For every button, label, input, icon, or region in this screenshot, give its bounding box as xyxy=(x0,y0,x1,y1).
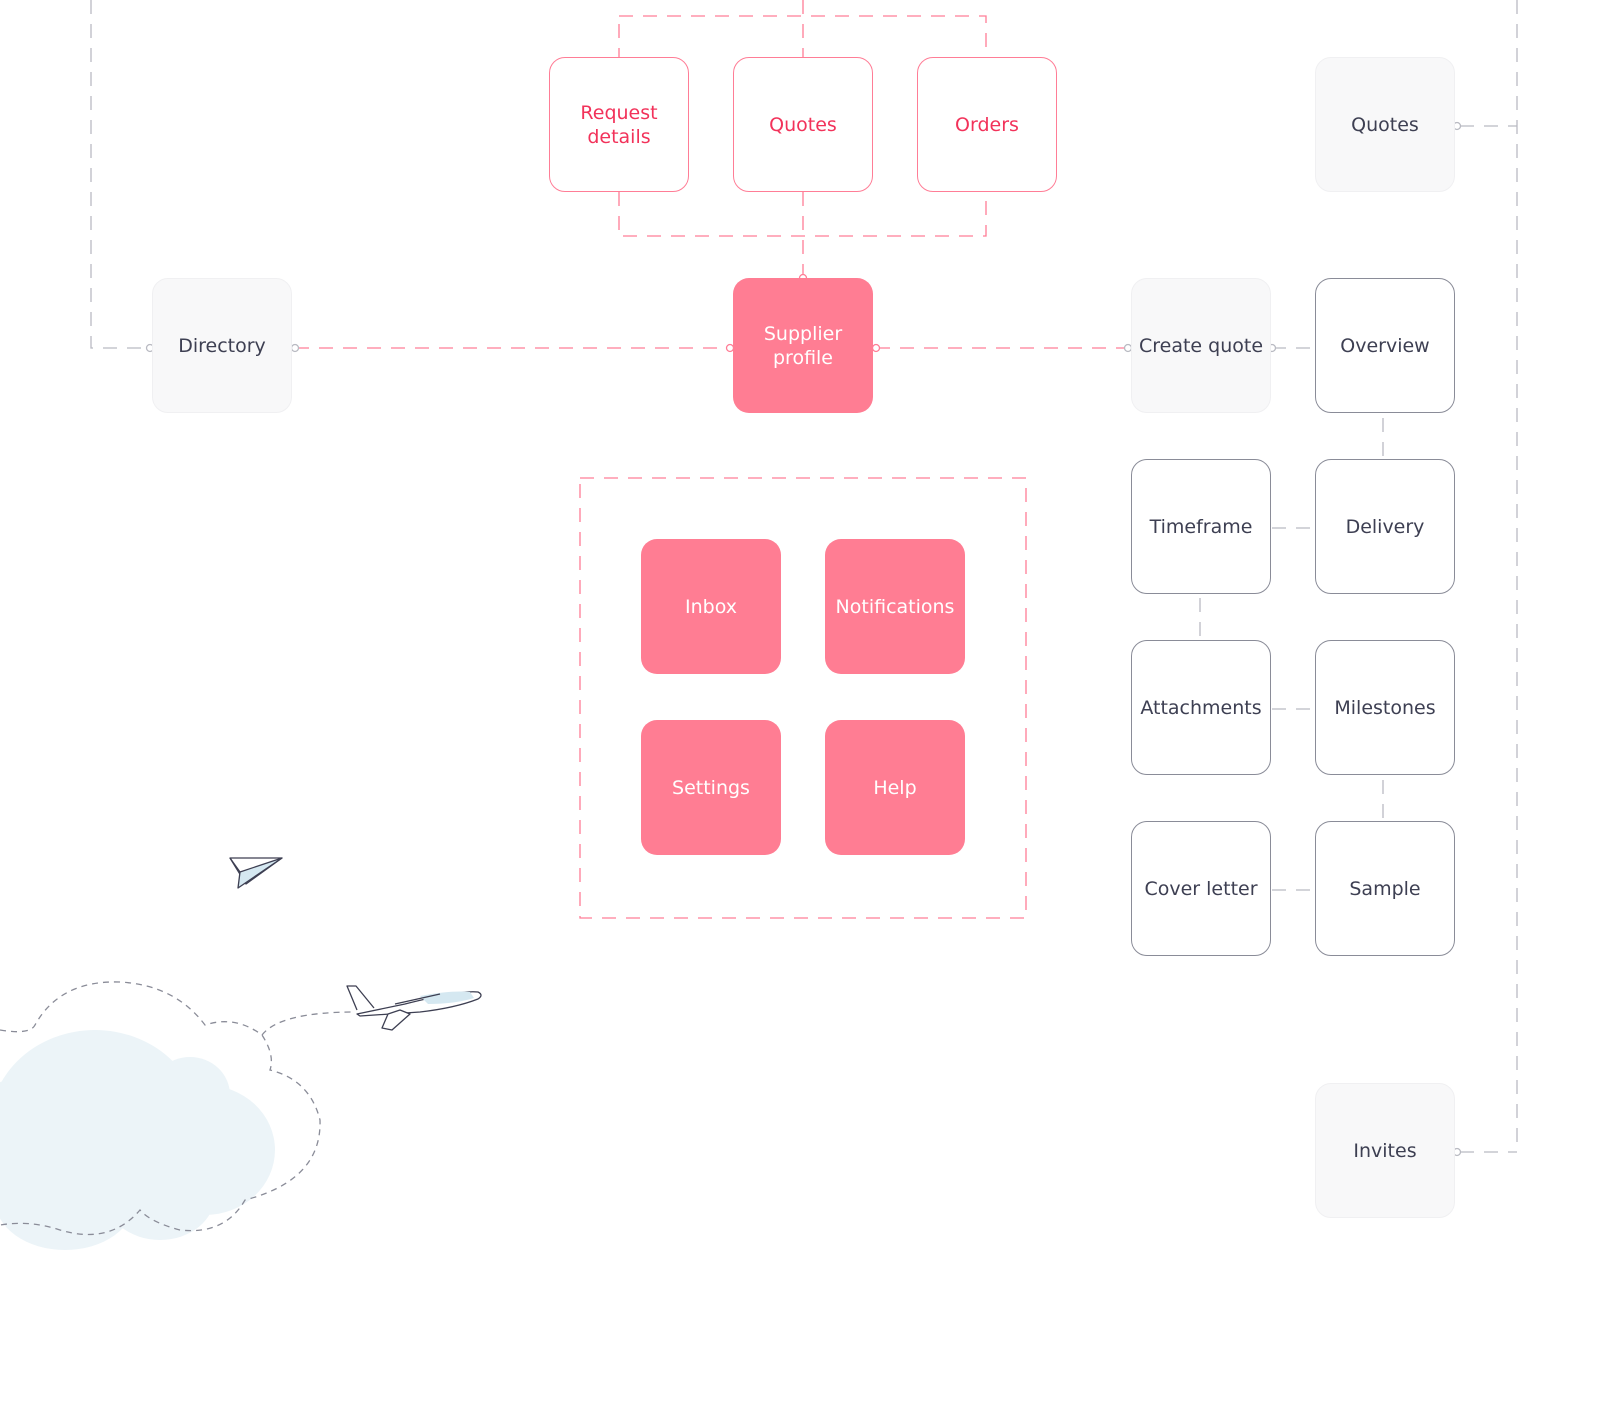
delivery-label: Delivery xyxy=(1345,515,1425,538)
cover-letter-label: Cover letter xyxy=(1144,877,1258,900)
settings-label: Settings xyxy=(672,776,750,799)
inbox-node[interactable]: Inbox xyxy=(641,539,781,674)
quotes-tab-label: Quotes xyxy=(769,113,837,136)
overview-label: Overview xyxy=(1340,334,1430,357)
supplier-profile-node[interactable]: Supplier profile xyxy=(733,278,873,413)
create-quote-label: Create quote xyxy=(1138,334,1264,357)
connector-quote-flow xyxy=(1199,347,1384,891)
invites-label: Invites xyxy=(1353,1139,1417,1162)
create-quote-node[interactable]: Create quote xyxy=(1131,278,1271,413)
milestones-node[interactable]: Milestones xyxy=(1315,640,1455,775)
milestones-label: Milestones xyxy=(1334,696,1436,719)
airplane-icon xyxy=(346,985,482,1031)
paper-plane-icon xyxy=(229,857,283,889)
orders-label: Orders xyxy=(955,113,1019,136)
sample-label: Sample xyxy=(1349,877,1421,900)
quotes-tab-node[interactable]: Quotes xyxy=(733,57,873,192)
help-node[interactable]: Help xyxy=(825,720,965,855)
request-details-node[interactable]: Request details xyxy=(549,57,689,192)
quotes-label: Quotes xyxy=(1351,113,1419,136)
request-details-label: Request details xyxy=(580,101,658,148)
timeframe-node[interactable]: Timeframe xyxy=(1131,459,1271,594)
invites-node[interactable]: Invites xyxy=(1315,1083,1455,1218)
cover-letter-node[interactable]: Cover letter xyxy=(1131,821,1271,956)
directory-node[interactable]: Directory xyxy=(152,278,292,413)
quotes-node[interactable]: Quotes xyxy=(1315,57,1455,192)
overview-node[interactable]: Overview xyxy=(1315,278,1455,413)
orders-node[interactable]: Orders xyxy=(917,57,1057,192)
help-label: Help xyxy=(873,776,917,799)
notifications-node[interactable]: Notifications xyxy=(825,539,965,674)
timeframe-label: Timeframe xyxy=(1149,515,1253,538)
directory-label: Directory xyxy=(178,334,266,357)
supplier-profile-label: Supplier profile xyxy=(763,322,843,369)
attachments-node[interactable]: Attachments xyxy=(1131,640,1271,775)
sample-node[interactable]: Sample xyxy=(1315,821,1455,956)
connector-ports xyxy=(145,121,1462,1157)
connector-right-rail xyxy=(1460,0,1518,1153)
connector-left-rail xyxy=(90,0,148,349)
delivery-node[interactable]: Delivery xyxy=(1315,459,1455,594)
notifications-label: Notifications xyxy=(835,595,955,618)
settings-node[interactable]: Settings xyxy=(641,720,781,855)
cloud-illustration xyxy=(0,981,356,1250)
inbox-label: Inbox xyxy=(685,595,737,618)
attachments-label: Attachments xyxy=(1140,696,1262,719)
